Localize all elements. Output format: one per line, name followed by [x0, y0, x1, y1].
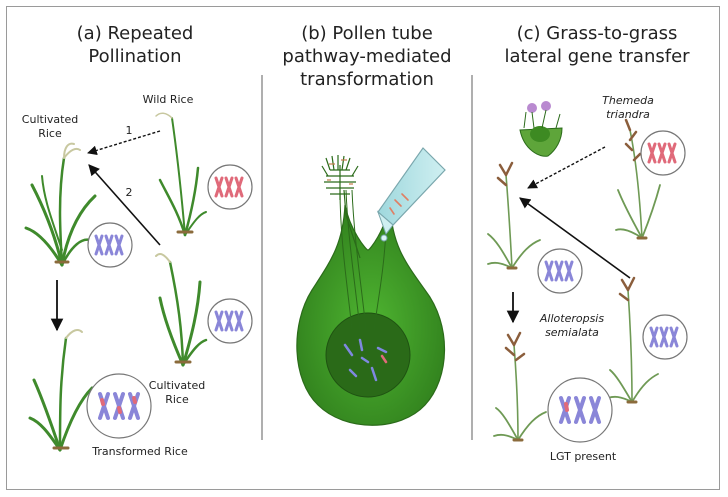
arrow-cultivated-to-cultivated — [88, 164, 161, 246]
label-cultivated-rice-bottom: Cultivated — [149, 379, 205, 392]
label-alloteropsis-semialata-2: semialata — [545, 326, 599, 339]
panel-b-title-line2: pathway-mediated — [282, 46, 451, 67]
rice-plant-transformed — [28, 329, 94, 452]
label-alloteropsis-semialata: Alloteropsis — [539, 312, 604, 325]
stigma-feathery — [321, 155, 359, 200]
label-wild-rice: Wild Rice — [143, 93, 194, 106]
grass-lgt-present — [493, 331, 547, 442]
panel-a-title-line2: Pollination — [88, 46, 181, 67]
panel-b-title-line1: (b) Pollen tube — [301, 23, 433, 44]
arrow-alloteropsis — [519, 197, 631, 279]
panel-c: (c) Grass-to-grass lateral gene transfer… — [487, 23, 690, 463]
rice-plant-cultivated-top — [24, 142, 97, 267]
rice-plant-cultivated-right — [155, 253, 208, 367]
arrow-label-1: 1 — [126, 124, 133, 137]
chromosome-circle-cultivated-top — [87, 222, 133, 268]
grass-alloteropsis-right — [607, 276, 659, 404]
grass-themeda — [615, 118, 661, 240]
ovule — [325, 312, 411, 398]
rice-plant-wild — [155, 112, 207, 237]
grass-alloteropsis-top — [487, 161, 541, 270]
panel-a-title-line1: (a) Repeated — [77, 23, 194, 44]
label-themeda-triandra-2: triandra — [606, 108, 650, 121]
panel-c-title-line1: (c) Grass-to-grass — [517, 23, 678, 44]
label-themeda-triandra: Themeda — [602, 94, 654, 107]
chromosome-circle-cultivated-right — [207, 298, 253, 344]
chromosome-circle-allo-top — [537, 248, 583, 294]
chromosome-circle-wild-red — [207, 164, 253, 210]
pistil — [296, 189, 446, 426]
panel-b-title-line3: transformation — [300, 69, 434, 90]
spikelet-flower — [519, 101, 563, 157]
label-cultivated-rice-bottom-2: Rice — [165, 393, 189, 406]
label-lgt-present: LGT present — [550, 450, 617, 463]
panel-a: (a) Repeated Pollination Cultivated Rice… — [22, 23, 253, 458]
label-cultivated-rice-top: Cultivated — [22, 113, 78, 126]
chromosome-circle-lgt — [547, 377, 613, 443]
arrow-label-2: 2 — [126, 186, 133, 199]
pipette — [376, 147, 446, 242]
chromosome-circle-themeda-red — [640, 130, 686, 176]
arrow-dashed-wild-to-cultivated — [87, 130, 161, 156]
label-cultivated-rice-top-2: Rice — [38, 127, 62, 140]
chromosome-circle-transformed — [86, 373, 152, 439]
panel-b: (b) Pollen tube pathway-mediated transfo… — [282, 23, 452, 426]
label-transformed-rice: Transformed Rice — [91, 445, 188, 458]
panel-c-title-line2: lateral gene transfer — [504, 46, 690, 67]
arrow-dashed-themeda — [527, 146, 606, 189]
chromosome-circle-allo-right — [642, 314, 688, 360]
